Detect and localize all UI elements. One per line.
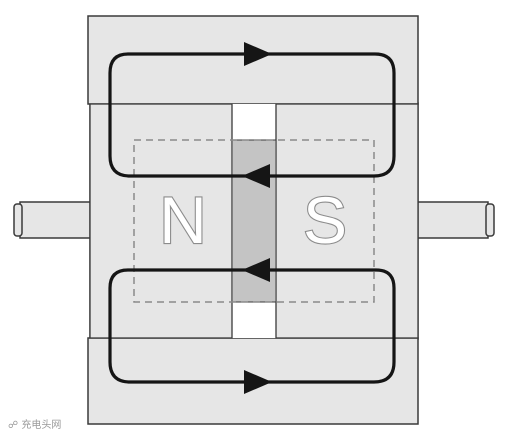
watermark: ☍ 充电头网 (8, 420, 61, 432)
watermark-text: 充电头网 (21, 420, 62, 431)
upper-flux-loop (108, 52, 396, 178)
watermark-logo-icon: ☍ (8, 420, 19, 431)
lower-air-gap (232, 302, 276, 338)
left-shaft (19, 201, 93, 239)
left-shaft-end-cap (13, 203, 23, 237)
flux-arrow-top-right-icon (244, 42, 272, 66)
flux-arrow-bottom-right-icon (244, 370, 272, 394)
north-pole-piece (89, 103, 233, 339)
lower-flux-loop (108, 268, 396, 384)
flux-arrow-lower-left-icon (242, 258, 270, 282)
right-shaft-end-cap (485, 203, 495, 237)
upper-air-gap (232, 104, 276, 140)
north-pole-label: N (159, 183, 207, 257)
flux-arrow-upper-left-icon (242, 164, 270, 188)
right-shaft (415, 201, 489, 239)
dashed-boundary (133, 139, 375, 303)
south-pole-label: S (303, 183, 347, 257)
